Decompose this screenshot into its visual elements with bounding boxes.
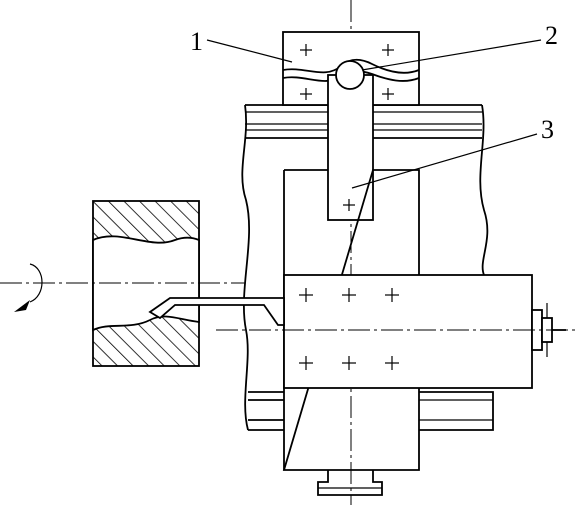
bottom-nut <box>317 470 383 496</box>
top-bracket-crosses <box>300 44 394 100</box>
leader-line-2 <box>361 39 542 71</box>
leader-line-3 <box>351 133 538 189</box>
callout-2: 2 <box>545 21 558 50</box>
cam-profile-upper <box>282 58 420 74</box>
roller <box>335 60 365 90</box>
carriage-crosses <box>299 288 399 370</box>
callout-3: 3 <box>541 115 554 144</box>
callout-1: 1 <box>190 27 203 56</box>
leader-line-1 <box>206 39 293 63</box>
follower-arm <box>327 74 374 221</box>
boring-bar <box>148 297 285 326</box>
lower-flanges <box>248 391 494 431</box>
body-break-lines <box>241 104 489 431</box>
tool-carriage <box>283 274 566 389</box>
leader-lines <box>206 39 542 189</box>
rotation-arrow-icon <box>14 263 43 312</box>
